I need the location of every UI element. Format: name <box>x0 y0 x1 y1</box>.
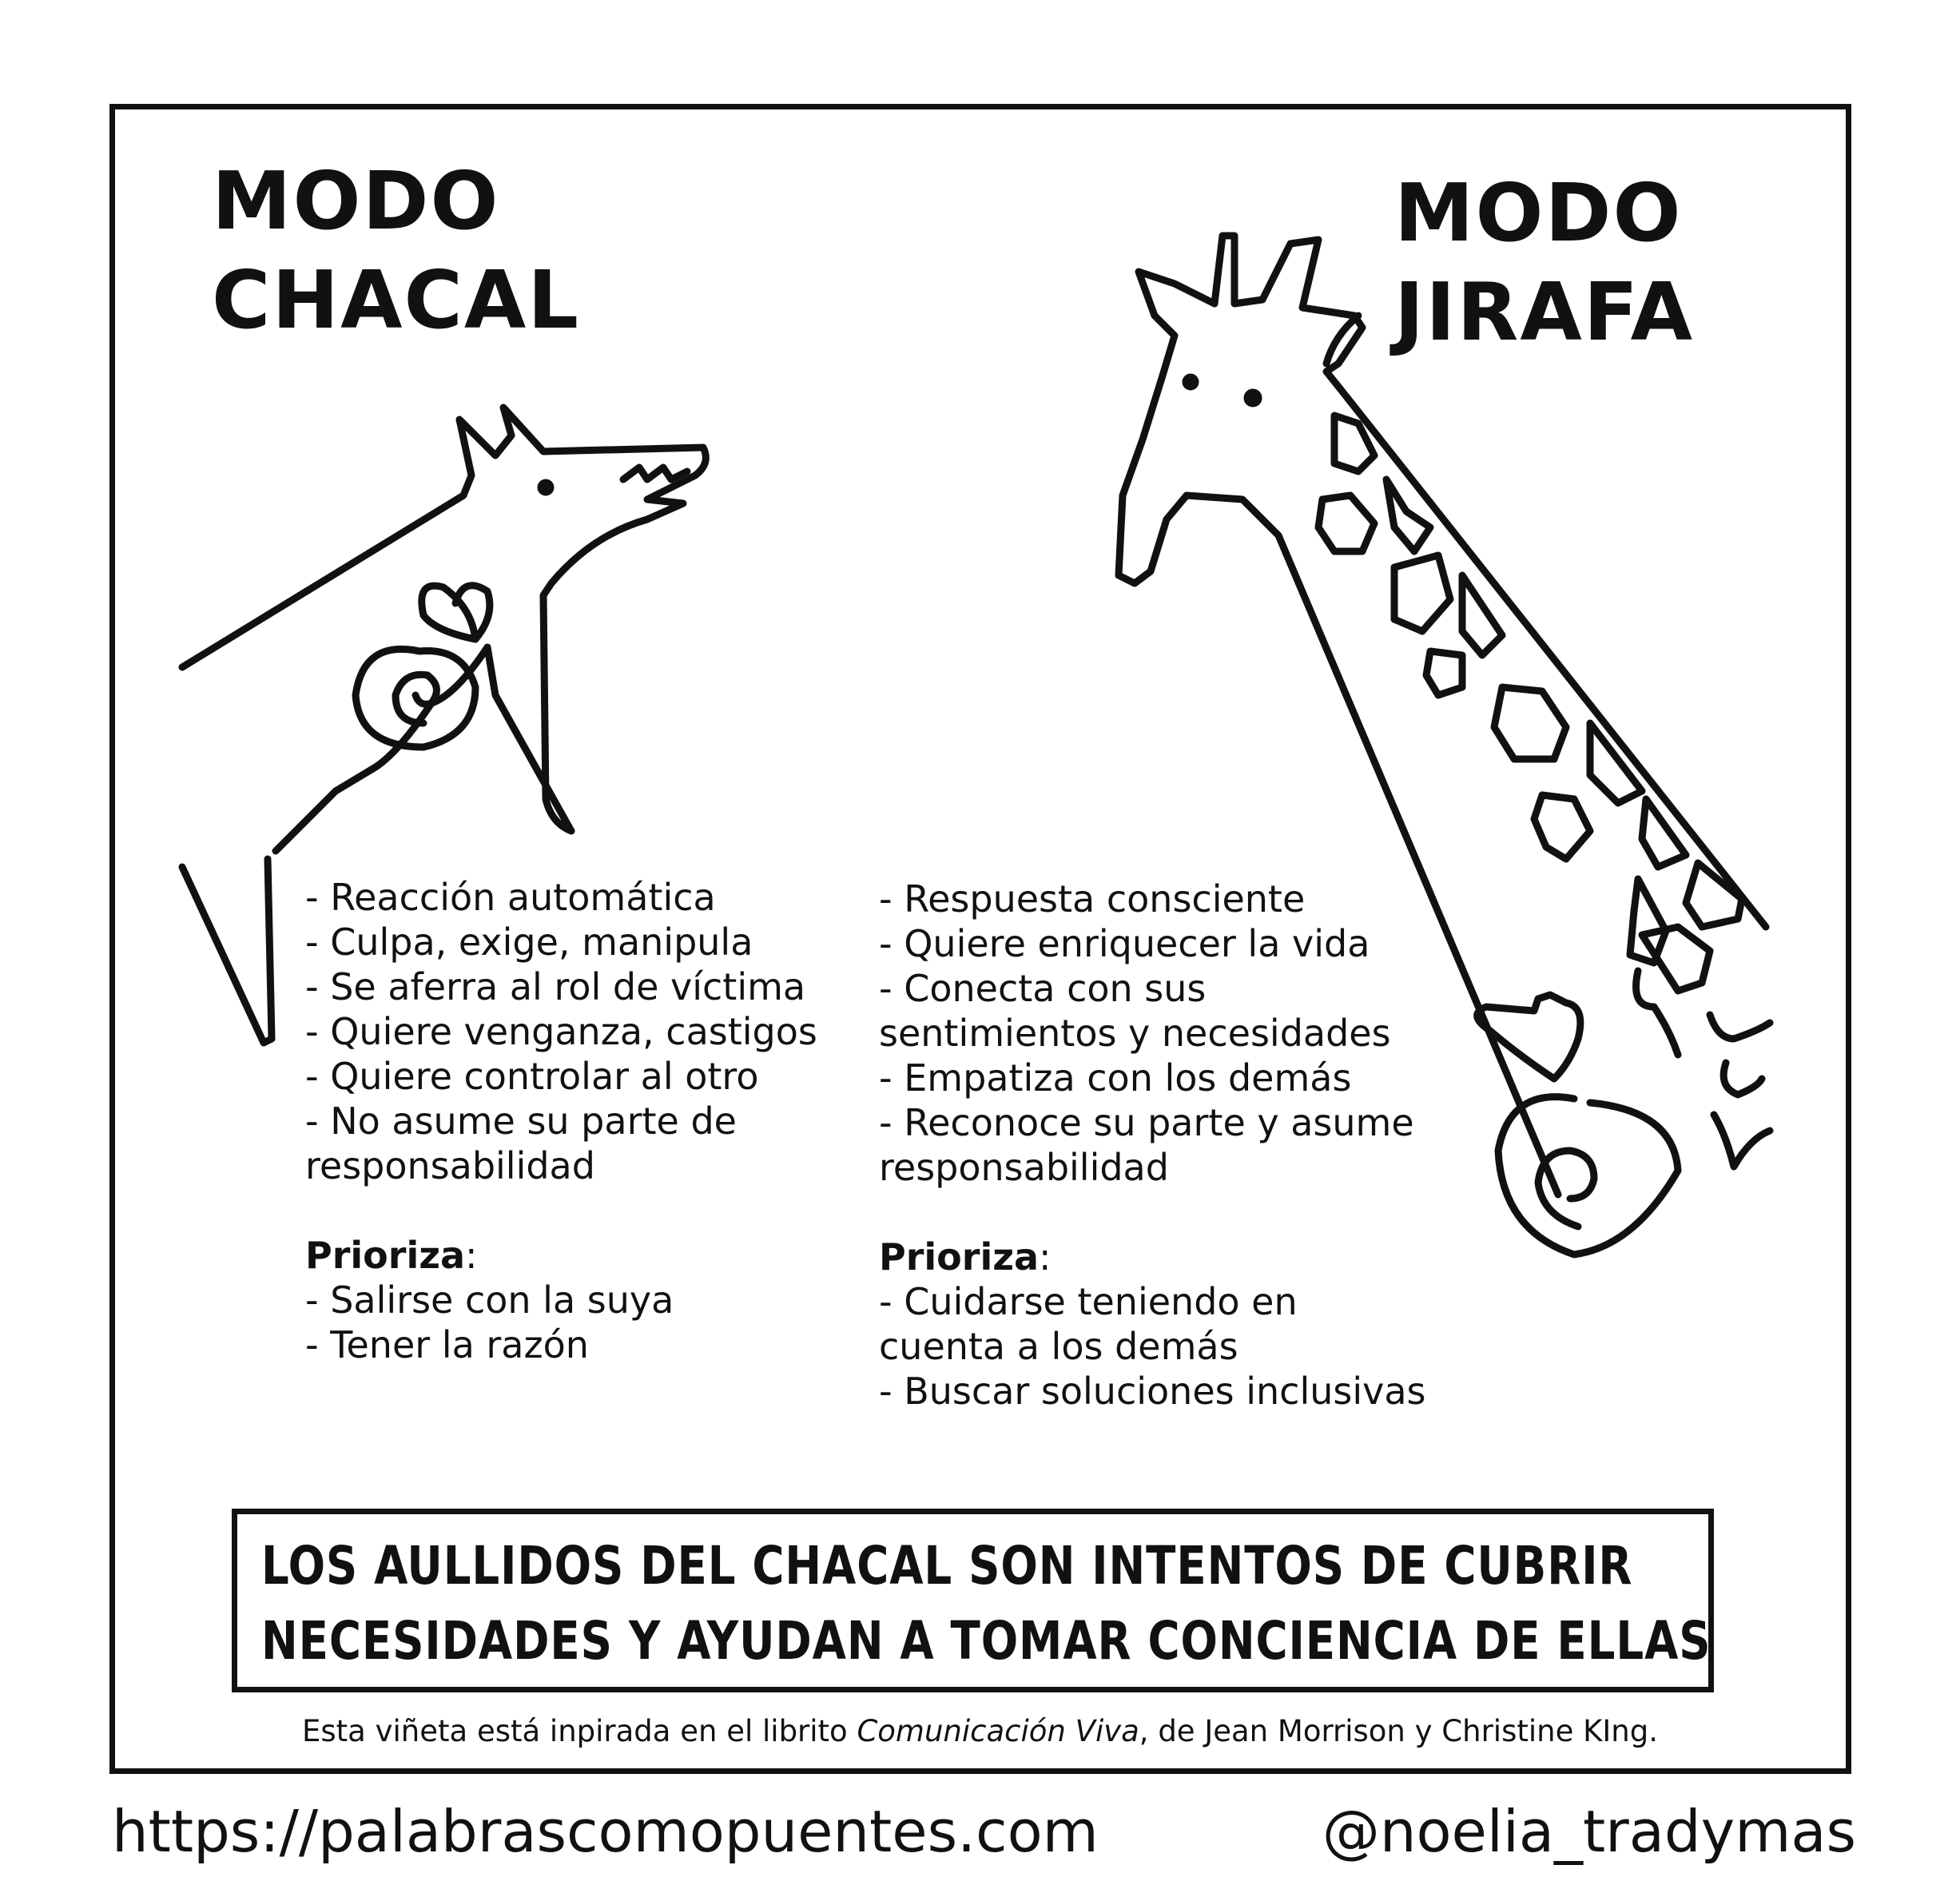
prioriza-colon: : <box>1039 1235 1052 1279</box>
chacal-item: - No asume su parte de responsabilidad <box>305 1100 737 1187</box>
jirafa-prioriza-item: - Buscar soluciones inclusivas <box>879 1370 1426 1413</box>
chacal-item: - Se aferra al rol de víctima <box>305 965 806 1008</box>
heart-icon <box>1473 991 1584 1083</box>
jirafa-item: - Reconoce su parte y asume responsabili… <box>879 1101 1414 1189</box>
credit-authors: , de Jean Morrison y Christine KIng. <box>1139 1714 1658 1748</box>
chacal-prioriza-heading: Prioriza: <box>305 1233 881 1278</box>
title-modo-jirafa: MODO JIRAFA <box>1394 166 1695 359</box>
footer-url[interactable]: https://palabrascomopuentes.com <box>112 1798 1099 1865</box>
conclusion-banner: LOS AULLIDOS DEL CHACAL SON INTENTOS DE … <box>232 1509 1714 1692</box>
footer-handle[interactable]: @noelia_tradymas <box>1322 1798 1856 1865</box>
chacal-item: - Quiere venganza, castigos <box>305 1010 817 1053</box>
comic-frame <box>109 104 1851 1774</box>
jirafa-item: - Empatiza con los demás <box>879 1056 1352 1100</box>
heart-icon <box>418 582 494 643</box>
credit-text: Esta viñeta está inpirada en el librito <box>302 1714 857 1748</box>
prioriza-colon: : <box>465 1234 478 1277</box>
jirafa-prioriza-heading: Prioriza: <box>879 1235 1454 1279</box>
banner-line: NECESIDADES Y AYUDAN A TOMAR CONCIENCIA … <box>261 1610 1712 1672</box>
chacal-prioriza-item: - Salirse con la suya <box>305 1279 674 1322</box>
spiral-icon <box>352 645 479 751</box>
jirafa-prioriza-item: - Cuidarse teniendo en cuenta a los demá… <box>879 1280 1298 1368</box>
chacal-item: - Reacción automática <box>305 876 716 919</box>
jirafa-item: - Respuesta consciente <box>879 877 1306 921</box>
giraffe-drawing-icon <box>1115 232 1774 1199</box>
spiral-icon <box>1494 1093 1682 1259</box>
credit-book-title: Comunicación Viva <box>857 1714 1139 1748</box>
jirafa-item: - Quiere enriquecer la vida <box>879 922 1370 965</box>
credit-note: Esta viñeta está inpirada en el librito … <box>0 1714 1960 1748</box>
jirafa-item: - Conecta con sus sentimientos y necesid… <box>879 967 1391 1055</box>
banner-line: LOS AULLIDOS DEL CHACAL SON INTENTOS DE … <box>261 1535 1633 1597</box>
chacal-list: - Reacción automática - Culpa, exige, ma… <box>305 875 881 1367</box>
chacal-item: - Culpa, exige, manipula <box>305 921 753 964</box>
jirafa-list: - Respuesta consciente - Quiere enriquec… <box>879 877 1454 1414</box>
title-modo-chacal: MODO CHACAL <box>212 154 580 347</box>
chacal-prioriza-item: - Tener la razón <box>305 1323 589 1366</box>
prioriza-label: Prioriza <box>879 1235 1040 1279</box>
chacal-item: - Quiere controlar al otro <box>305 1055 759 1098</box>
prioriza-label: Prioriza <box>305 1234 466 1277</box>
